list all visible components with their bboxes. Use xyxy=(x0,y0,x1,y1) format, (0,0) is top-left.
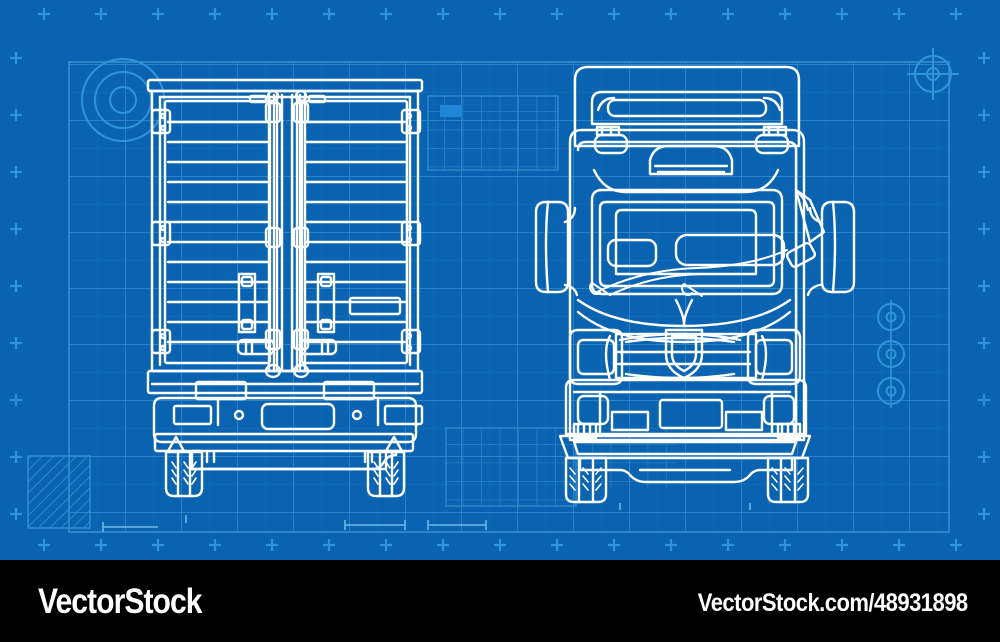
cab-mirror-arm-right xyxy=(785,188,826,268)
front-wheel-right xyxy=(766,456,810,504)
vectorstock-logo: VectorStock xyxy=(38,582,203,621)
cab-license-plate xyxy=(658,398,724,430)
rear-latch-bar-right xyxy=(298,338,338,356)
rear-latch-bar-left xyxy=(236,338,276,356)
rear-door-right xyxy=(300,99,409,365)
cab-sun-visor xyxy=(648,144,734,176)
dimension-lines xyxy=(102,503,751,532)
cab-upper-moulding xyxy=(592,168,780,194)
cab-body-outline xyxy=(568,128,806,442)
cab-wipers xyxy=(589,249,788,297)
cab-headlight-right xyxy=(746,328,802,386)
rear-placard-left xyxy=(248,94,268,104)
rear-side-plate xyxy=(348,296,402,316)
accent-cell xyxy=(440,105,461,117)
rear-hinge-right-top xyxy=(400,108,422,135)
rear-door-handle-right xyxy=(316,272,336,334)
truck-front-view xyxy=(534,65,856,504)
rear-door-handle-left xyxy=(237,272,257,334)
cab-mirror-left xyxy=(534,200,579,297)
watermark-footer: VectorStock VectorStock.com/48931898 xyxy=(0,560,1000,642)
hatched-block-bottom-left xyxy=(27,455,91,529)
blueprint-canvas xyxy=(0,0,1000,560)
tick-markers xyxy=(10,8,990,551)
front-wheel-left xyxy=(564,456,608,504)
cab-headlight-left xyxy=(568,328,624,386)
vectorstock-url: VectorStock.com/48931898 xyxy=(698,589,968,617)
rear-hinge-right-mid xyxy=(400,220,422,247)
rear-placard-right xyxy=(307,94,327,104)
cab-interior-dash xyxy=(606,233,786,268)
cab-bumper xyxy=(564,378,808,440)
cab-lower-face xyxy=(576,298,792,344)
cab-grille xyxy=(604,332,768,382)
cab-windshield xyxy=(590,188,784,296)
blueprint-drawing xyxy=(10,8,990,551)
rear-plate xyxy=(260,402,336,431)
rear-light-right xyxy=(383,404,424,426)
rear-chassis xyxy=(152,396,424,444)
cab-emblem xyxy=(664,328,704,380)
crosshair-target-top-right xyxy=(907,48,959,100)
rear-hinge-right-bottom xyxy=(400,328,422,355)
rear-light-left xyxy=(172,404,213,426)
cab-roof-deflector xyxy=(573,65,801,148)
rear-hinge-left-top xyxy=(150,108,172,135)
rear-wheel-right xyxy=(366,450,406,498)
rear-wheel-left xyxy=(164,450,204,498)
truck-rear-view xyxy=(146,78,424,498)
rear-door-gap xyxy=(272,93,302,372)
rear-hinge-left-bottom xyxy=(150,328,172,355)
fine-grid-regions xyxy=(427,95,677,507)
rear-hinge-left-mid xyxy=(150,220,172,247)
rear-under-rail xyxy=(146,369,424,401)
